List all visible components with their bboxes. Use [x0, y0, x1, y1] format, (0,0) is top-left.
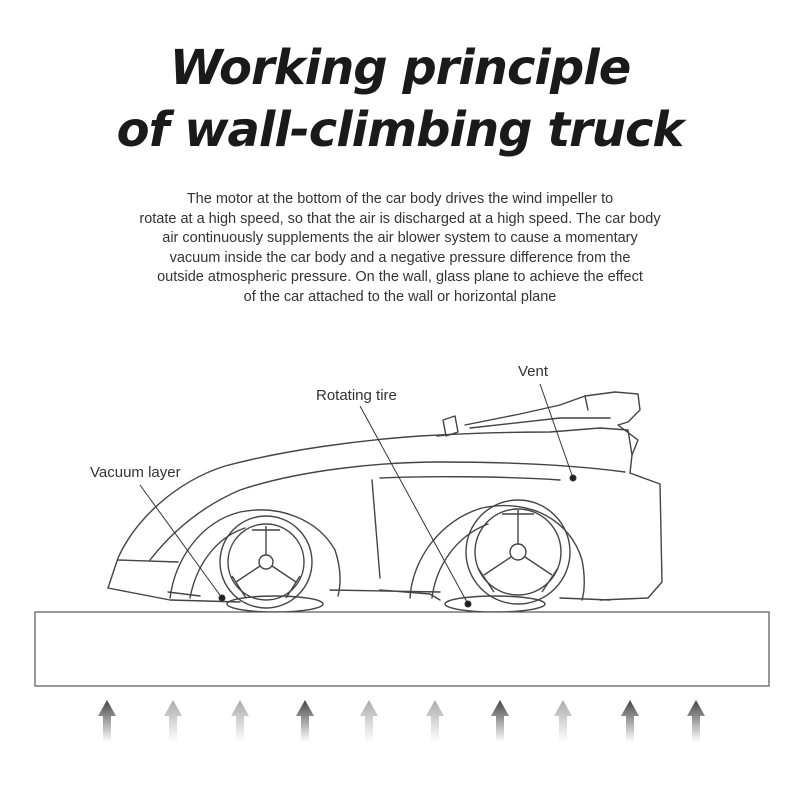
description-line: air continuously supplements the air blo…: [162, 230, 638, 246]
up-arrow-icon: [554, 700, 572, 742]
up-arrow-icon: [426, 700, 444, 742]
description: The motor at the bottom of the car body …: [60, 190, 740, 307]
title-line-2: of wall-climbing truck: [116, 102, 685, 158]
description-line: vacuum inside the car body and a negativ…: [169, 249, 631, 266]
up-arrow-icon: [491, 700, 509, 742]
description-line: of the car attached to the wall or horiz…: [243, 288, 557, 305]
up-arrow-icon: [98, 700, 116, 742]
up-arrow-icon: [687, 700, 705, 742]
up-arrow-icon: [231, 700, 249, 742]
description-line: The motor at the bottom of the car body …: [186, 191, 614, 207]
up-arrow-icon: [164, 700, 182, 742]
rear-wheel: [444, 499, 571, 613]
up-arrow-icon: [360, 700, 378, 742]
leader-lines: [139, 383, 577, 608]
up-arrow-icon: [621, 700, 639, 742]
description-line: rotate at a high speed, so that the air …: [139, 210, 661, 227]
surface-plate: [34, 611, 770, 687]
label-rotating-tire: Rotating tire: [316, 387, 397, 404]
car-diagram: Vent Rotating tire Vacuum layer: [34, 363, 770, 742]
front-wheel: [219, 515, 324, 613]
description-line: outside atmospheric pressure. On the wal…: [157, 269, 643, 285]
car-body: [107, 391, 663, 603]
pressure-arrows: [98, 700, 705, 742]
label-vent: Vent: [518, 363, 549, 380]
up-arrow-icon: [296, 700, 314, 742]
label-vacuum-layer: Vacuum layer: [90, 464, 181, 481]
title-line-1: Working principle: [169, 40, 632, 96]
